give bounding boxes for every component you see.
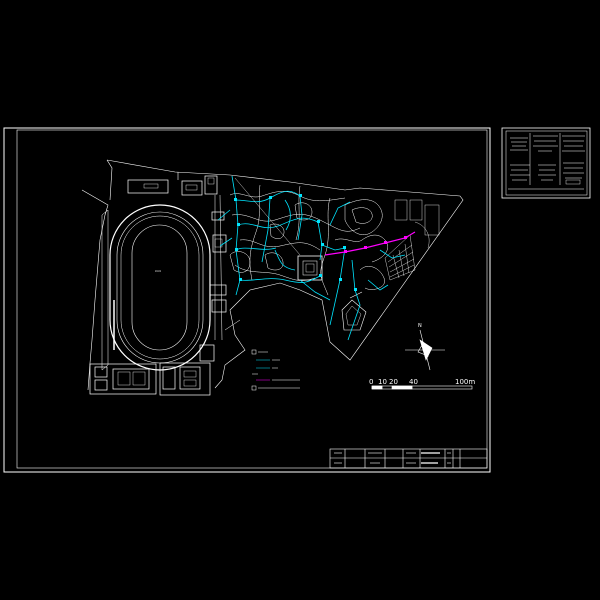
scale-label-0: 0 — [369, 378, 374, 386]
key-plan-sheet — [501, 127, 591, 199]
title-block — [329, 448, 488, 469]
main-pipe-fittings — [344, 236, 407, 253]
southwest-buildings — [89, 344, 215, 396]
west-strip — [101, 194, 241, 371]
scale-bar — [371, 385, 473, 390]
scale-label-100m: 100m — [455, 378, 476, 386]
south-park-building — [341, 291, 367, 331]
central-plaza — [297, 255, 323, 281]
park-paths — [229, 184, 388, 296]
track-field-label: ▭▭ — [155, 269, 162, 273]
sheet-inner-frame — [16, 129, 488, 469]
leader-line — [234, 177, 301, 256]
scale-label-20: 20 — [389, 378, 398, 386]
site-boundary — [81, 159, 464, 391]
north-label: N — [418, 323, 422, 329]
east-grid-area — [384, 199, 440, 281]
north-buildings — [127, 175, 227, 313]
main-supply-pipe — [324, 231, 416, 256]
legend — [251, 349, 300, 391]
scale-label-40: 40 — [409, 378, 418, 386]
north-arrow-icon — [405, 329, 445, 371]
pipe-network — [217, 175, 406, 341]
scale-label-10: 10 — [378, 378, 387, 386]
sheet-frame — [3, 127, 491, 473]
running-track — [109, 204, 211, 371]
pipe-fittings — [234, 194, 357, 291]
